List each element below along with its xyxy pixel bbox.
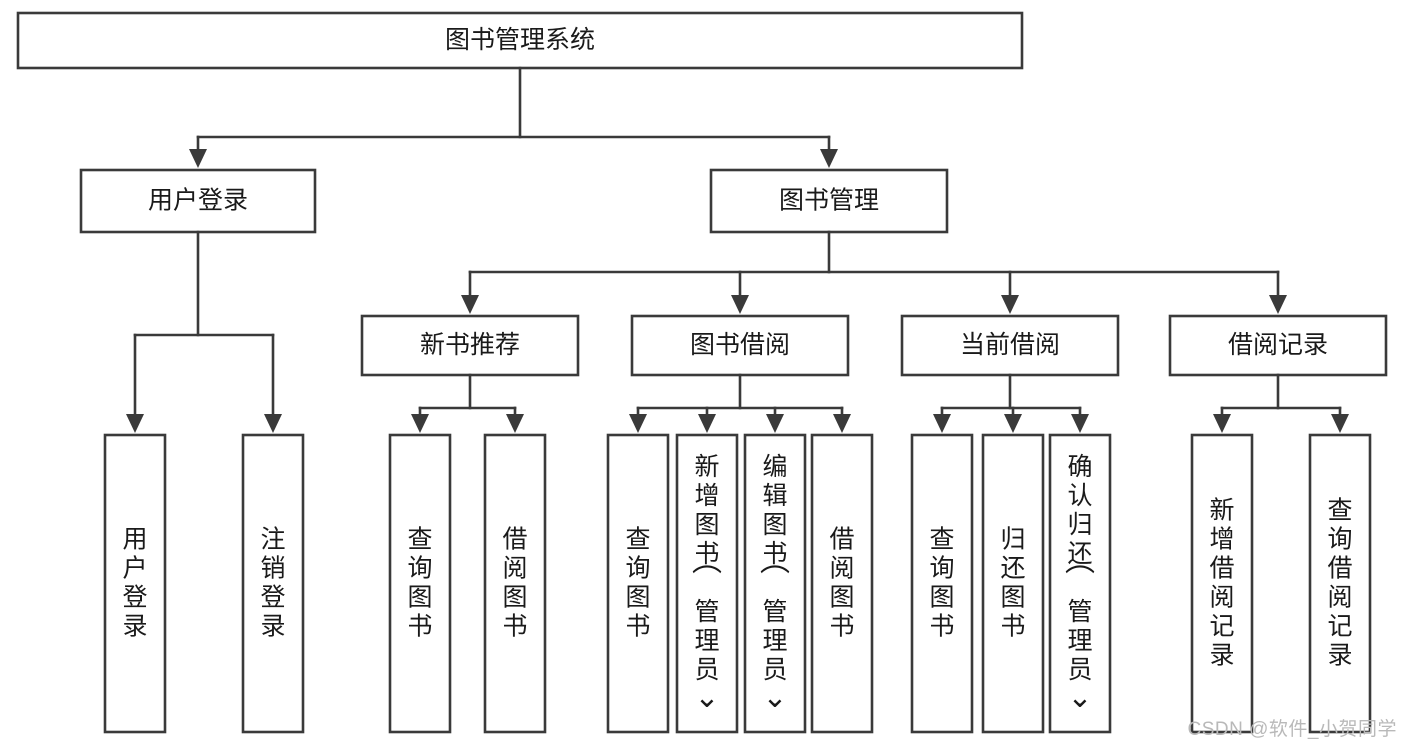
node-box[interactable] (810, 433, 874, 734)
arrow-head-icon (1071, 414, 1089, 433)
node-box[interactable] (241, 433, 305, 734)
node-label: 查询借阅记录 (1327, 497, 1352, 670)
node-borrow-book-2[interactable]: 借阅图书 (810, 433, 874, 734)
node-edit-book-admin[interactable]: 编辑图书⌒管理员⌄ (743, 433, 807, 734)
node-label: 当前借阅 (960, 331, 1060, 359)
arrow-head-icon (1001, 295, 1019, 314)
node-box[interactable] (103, 433, 167, 734)
node-book-management[interactable]: 图书管理 (709, 168, 949, 234)
node-box[interactable] (630, 314, 850, 377)
node-borrow-record[interactable]: 借阅记录 (1168, 314, 1388, 377)
node-box[interactable] (483, 433, 547, 734)
node-new-book-recommend[interactable]: 新书推荐 (360, 314, 580, 377)
node-book-borrow[interactable]: 图书借阅 (630, 314, 850, 377)
node-label: 归还图书 (1000, 526, 1025, 641)
node-box[interactable] (910, 433, 974, 734)
node-confirm-return-admin[interactable]: 确认归还⌒管理员⌄ (1048, 433, 1112, 734)
arrow-head-icon (1213, 414, 1231, 433)
arrow-head-icon (933, 414, 951, 433)
arrow-head-icon (461, 295, 479, 314)
arrow-head-icon (833, 414, 851, 433)
node-label: 编辑图书⌒管理员⌄ (760, 453, 790, 714)
node-borrow-book-1[interactable]: 借阅图书 (483, 433, 547, 734)
arrow-head-icon (766, 414, 784, 433)
node-label: 图书借阅 (690, 331, 790, 359)
arrow-head-icon (820, 149, 838, 168)
node-label: 新增借阅记录 (1209, 497, 1234, 670)
node-box[interactable] (79, 168, 317, 234)
node-label: 用户登录 (148, 187, 248, 215)
node-user-login[interactable]: 用户登录 (79, 168, 317, 234)
node-label: 用户登录 (122, 526, 147, 641)
node-query-book-2[interactable]: 查询图书 (606, 433, 670, 734)
node-add-book-admin[interactable]: 新增图书⌒管理员⌄ (675, 433, 739, 734)
node-label: 新书推荐 (420, 331, 520, 359)
node-box[interactable] (743, 433, 807, 734)
node-label: 查询图书 (929, 526, 954, 641)
node-query-book-1[interactable]: 查询图书 (388, 433, 452, 734)
node-query-borrow-record[interactable]: 查询借阅记录 (1308, 433, 1372, 734)
arrow-head-icon (1269, 295, 1287, 314)
node-add-borrow-record[interactable]: 新增借阅记录 (1190, 433, 1254, 734)
node-label: 借阅图书 (829, 526, 854, 641)
arrow-head-icon (1331, 414, 1349, 433)
node-query-book-3[interactable]: 查询图书 (910, 433, 974, 734)
arrow-head-icon (698, 414, 716, 433)
arrow-head-icon (731, 295, 749, 314)
node-label: 借阅记录 (1228, 331, 1328, 359)
node-box[interactable] (360, 314, 580, 377)
arrow-head-icon (189, 149, 207, 168)
node-current-borrow[interactable]: 当前借阅 (900, 314, 1120, 377)
node-label: 图书管理系统 (445, 26, 595, 54)
node-label: 查询图书 (407, 526, 432, 641)
node-box[interactable] (675, 433, 739, 734)
node-return-book[interactable]: 归还图书 (981, 433, 1045, 734)
node-box[interactable] (16, 11, 1024, 70)
node-box[interactable] (1308, 433, 1372, 734)
arrow-head-icon (629, 414, 647, 433)
node-box[interactable] (1048, 433, 1112, 734)
arrow-head-icon (1004, 414, 1022, 433)
node-box[interactable] (900, 314, 1120, 377)
node-label: 借阅图书 (502, 526, 527, 641)
node-label: 注销登录 (260, 526, 285, 641)
node-user-login-action[interactable]: 用户登录 (103, 433, 167, 734)
node-user-logout-action[interactable]: 注销登录 (241, 433, 305, 734)
node-label: 确认归还⌒管理员⌄ (1065, 453, 1095, 714)
node-box[interactable] (1190, 433, 1254, 734)
node-box[interactable] (981, 433, 1045, 734)
node-label: 图书管理 (779, 187, 879, 215)
node-box[interactable] (388, 433, 452, 734)
node-box[interactable] (1168, 314, 1388, 377)
node-box[interactable] (606, 433, 670, 734)
arrow-head-icon (506, 414, 524, 433)
node-root[interactable]: 图书管理系统 (16, 11, 1024, 70)
node-label: 查询图书 (625, 526, 650, 641)
arrow-head-icon (126, 414, 144, 433)
node-label: 新增图书⌒管理员⌄ (692, 453, 722, 714)
arrow-head-icon (411, 414, 429, 433)
arrow-head-icon (264, 414, 282, 433)
